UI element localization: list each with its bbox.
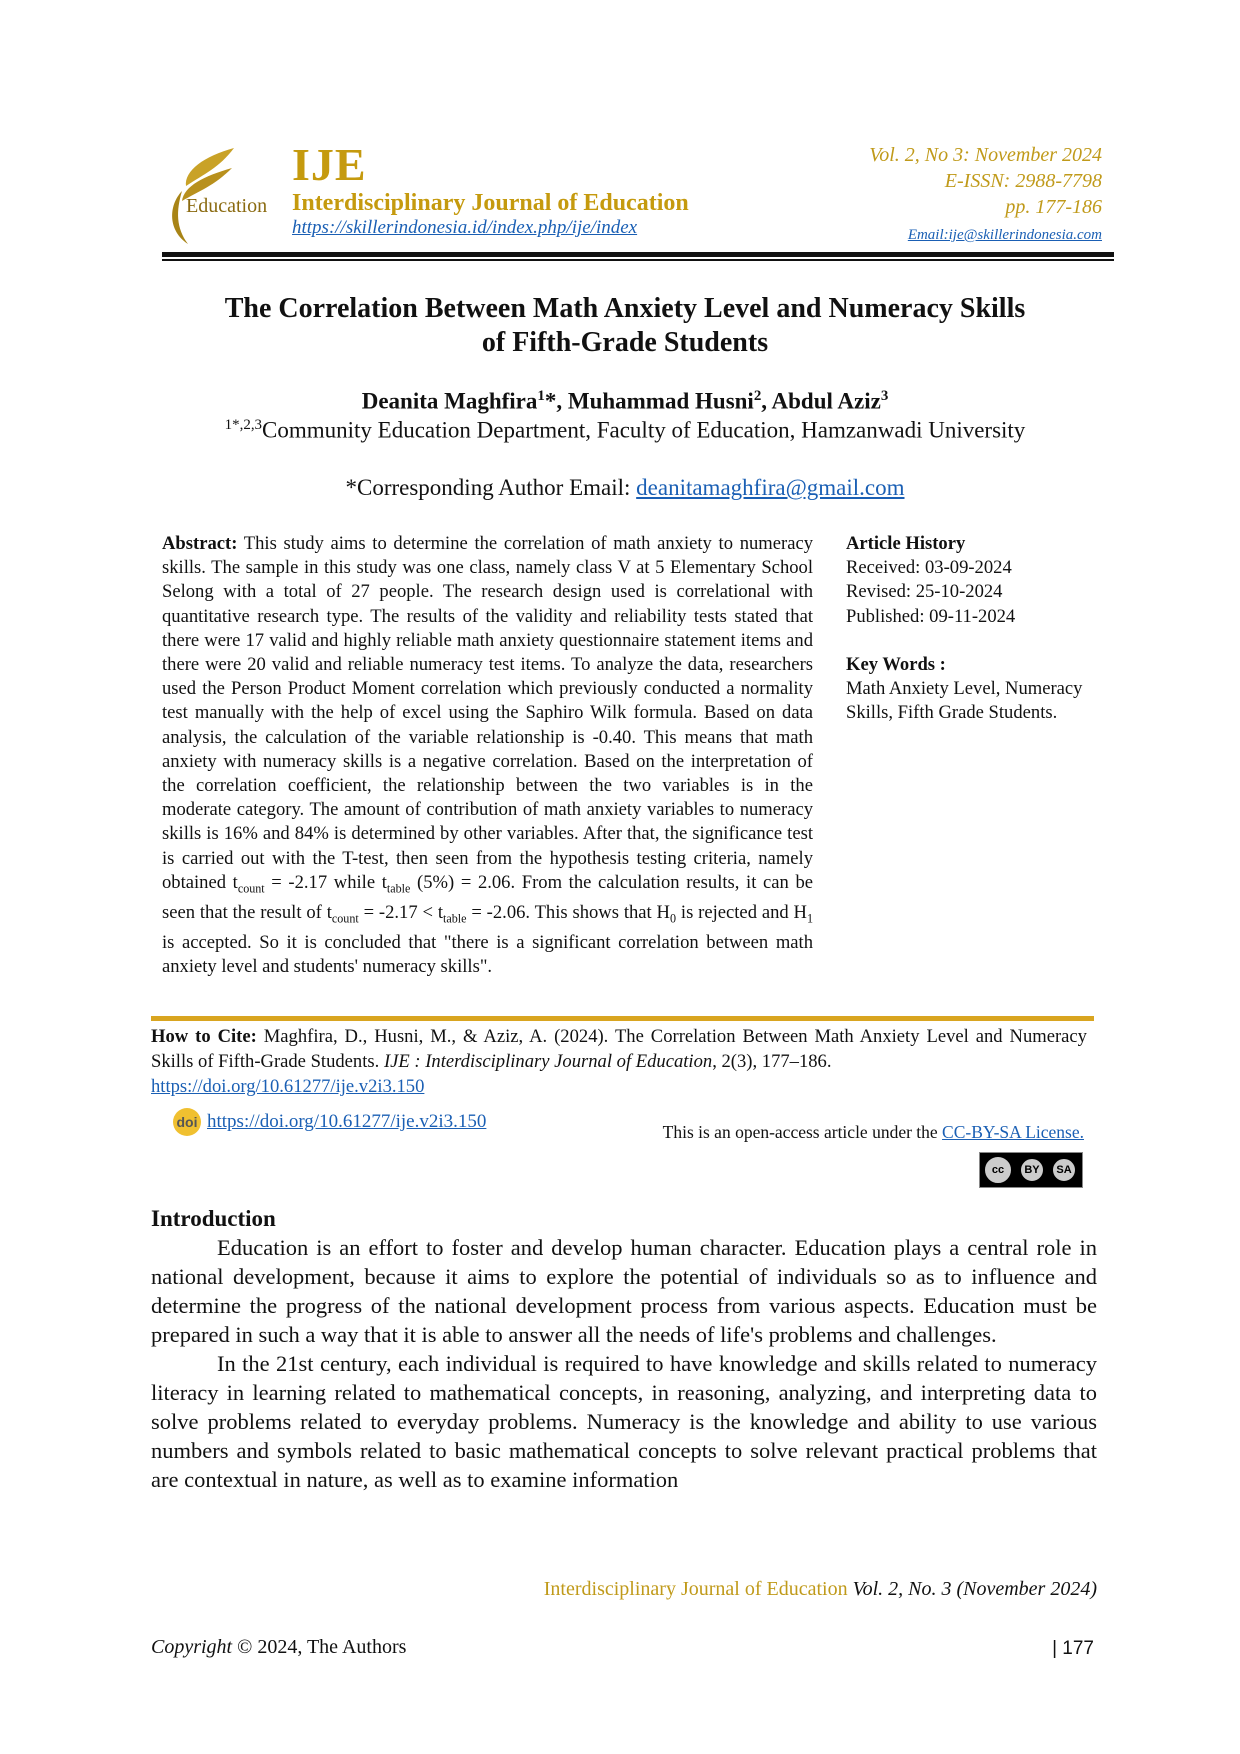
abstract: Abstract: This study aims to determine t… xyxy=(162,532,813,979)
sub: table xyxy=(443,911,467,926)
abstract-text: = -2.06. This shows that H xyxy=(466,901,670,923)
journal-meta: Vol. 2, No 3: November 2024 E-ISSN: 2988… xyxy=(869,142,1102,248)
keywords: Math Anxiety Level, Numeracy Skills, Fif… xyxy=(846,678,1083,724)
author-mark: * xyxy=(544,388,557,414)
doi-row: doi https://doi.org/10.61277/ije.v2i3.150 xyxy=(173,1108,486,1136)
header-rule xyxy=(162,252,1114,257)
paragraph: In the 21st century, each individual is … xyxy=(151,1351,1097,1492)
abstract-text: is rejected and H xyxy=(676,901,807,923)
cc-by-sa-badge[interactable]: cc BY SA xyxy=(979,1152,1083,1188)
sub: table xyxy=(386,881,411,896)
doi-link[interactable]: https://doi.org/10.61277/ije.v2i3.150 xyxy=(207,1111,487,1132)
abstract-text: (5%) = 2.06. From the calculation result… xyxy=(162,871,814,923)
abstract-text: This study aims to determine the correla… xyxy=(162,533,813,893)
pages: pp. 177-186 xyxy=(1005,196,1102,218)
received-date: Received: 03-09-2024 xyxy=(846,557,1012,579)
open-access-text: This is an open-access article under the xyxy=(662,1122,943,1142)
paragraph: Education is an effort to foster and dev… xyxy=(151,1235,1097,1347)
author-sup: 2 xyxy=(753,388,762,404)
journal-email-link[interactable]: Email:ije@skillerindonesia.com xyxy=(907,227,1102,243)
affiliation-text: Community Education Department, Faculty … xyxy=(262,417,1026,443)
abstract-text: = -2.17 while t xyxy=(264,871,387,893)
corresponding-author: *Corresponding Author Email: deanitamagh… xyxy=(150,475,1100,501)
title-line-2: of Fifth-Grade Students xyxy=(481,327,769,358)
logo-word: Education xyxy=(186,195,267,217)
sub: 0 xyxy=(670,911,677,926)
page-number: | 177 xyxy=(1052,1638,1094,1659)
author-sup: 1 xyxy=(537,388,545,404)
cite-doi-link[interactable]: https://doi.org/10.61277/ije.v2i3.150 xyxy=(151,1076,425,1097)
sa-icon: SA xyxy=(1051,1157,1077,1183)
article-title: The Correlation Between Math Anxiety Lev… xyxy=(150,292,1100,360)
footer-journal-name: Interdisciplinary Journal of Education xyxy=(543,1578,848,1600)
copyright-text: © 2024, The Authors xyxy=(232,1636,407,1658)
sub: 1 xyxy=(806,911,814,926)
cite-text: Maghfira, D., Husni, M., & Aziz, A. (202… xyxy=(151,1026,1087,1072)
doi-icon: doi xyxy=(173,1108,201,1136)
cite-issue: (3), 177–186. xyxy=(730,1051,832,1072)
title-line-1: The Correlation Between Math Anxiety Lev… xyxy=(224,293,1026,324)
affiliation: 1*,2,3Community Education Department, Fa… xyxy=(150,417,1100,444)
author-name: Abdul Aziz xyxy=(771,388,881,414)
footer-volume: Vol. 2, No. 3 (November 2024) xyxy=(847,1578,1097,1600)
corresponding-email-link[interactable]: deanitamaghfira@gmail.com xyxy=(636,475,905,500)
license-link[interactable]: CC-BY-SA License. xyxy=(942,1122,1084,1142)
cc-icon: cc xyxy=(983,1155,1013,1185)
cite-journal: IJE : Interdisciplinary Journal of Educa… xyxy=(383,1051,713,1072)
author-sup: 3 xyxy=(880,388,889,404)
revised-date: Revised: 25-10-2024 xyxy=(846,581,1003,603)
introduction-heading: Introduction xyxy=(151,1206,276,1231)
by-icon: BY xyxy=(1019,1157,1045,1183)
divider xyxy=(151,1016,1094,1021)
open-access-note: This is an open-access article under the… xyxy=(663,1122,1084,1143)
corresponding-label: *Corresponding Author Email: xyxy=(345,475,637,500)
journal-acronym: IJE xyxy=(292,139,367,190)
copyright-label: Copyright xyxy=(151,1636,233,1658)
sub: count xyxy=(237,881,265,896)
how-to-cite: How to Cite: Maghfira, D., Husni, M., & … xyxy=(151,1024,1087,1099)
sub: count xyxy=(331,911,359,926)
eissn: E-ISSN: 2988-7798 xyxy=(944,170,1102,192)
keywords-label: Key Words : xyxy=(846,653,946,675)
copyright: Copyright © 2024, The Authors xyxy=(151,1636,406,1659)
author-name: Deanita Maghfira xyxy=(361,388,538,414)
abstract-label: Abstract: xyxy=(162,533,238,554)
authors: Deanita Maghfira1*, Muhammad Husni2, Abd… xyxy=(361,388,889,414)
author-name: Muhammad Husni xyxy=(567,388,754,414)
article-history: Article History Received: 03-09-2024 Rev… xyxy=(846,532,1086,725)
abstract-text: = -2.17 < t xyxy=(358,901,443,923)
journal-url-link[interactable]: https://skillerindonesia.id/index.php/ij… xyxy=(292,217,638,238)
journal-logo: Education xyxy=(172,148,267,244)
affiliation-sup: 1*,2,3 xyxy=(224,417,263,433)
cite-label: How to Cite: xyxy=(151,1026,257,1047)
history-label: Article History xyxy=(846,533,966,554)
published-date: Published: 09-11-2024 xyxy=(846,605,1016,627)
introduction-body: Education is an effort to foster and dev… xyxy=(151,1233,1097,1494)
journal-name: Interdisciplinary Journal of Education xyxy=(292,190,689,216)
cite-volume: , 2 xyxy=(712,1051,731,1072)
footer-journal: Interdisciplinary Journal of Education V… xyxy=(544,1578,1097,1601)
abstract-text: is accepted. So it is concluded that "th… xyxy=(162,931,813,977)
header-rule-thin xyxy=(162,259,1114,261)
volume: Vol. 2, No 3: November 2024 xyxy=(869,144,1102,166)
